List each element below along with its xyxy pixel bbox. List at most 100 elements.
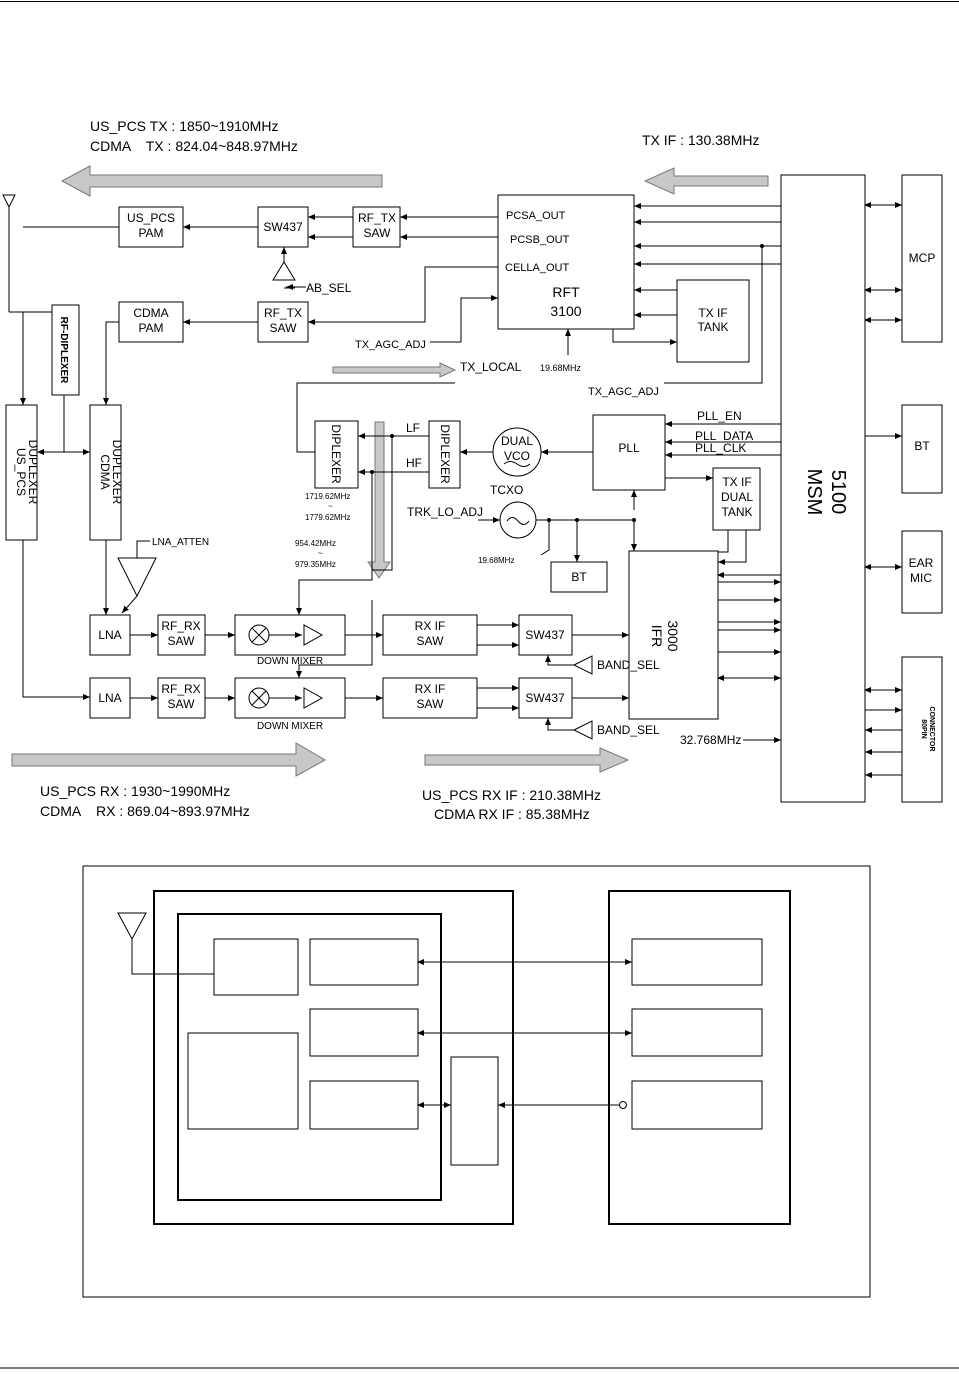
lower-block-narrow <box>450 1056 499 1166</box>
rft-label-2: 3100 <box>550 303 581 319</box>
band-sel-1-buffer-icon <box>572 655 593 675</box>
rf-rx-saw-1-label-1: RF_RX <box>161 619 200 633</box>
rx-if-freq-pcs: US_PCS RX IF : 210.38MHz <box>422 787 601 803</box>
rx-direction-arrow <box>11 742 327 777</box>
lo-freq-2: 979.35MHz <box>295 560 336 569</box>
lower-right-block-c <box>631 1080 763 1130</box>
us-pcs-duplexer-block <box>5 404 38 541</box>
diplexer-right-label: DIPLEXER <box>438 424 452 484</box>
lna-2-block <box>89 677 131 719</box>
tx-if-direction-arrow <box>643 167 769 195</box>
us-pcs-pam-label-1: US_PCS <box>127 211 175 225</box>
lower-block-antenna-front <box>213 938 299 996</box>
amp-1-icon <box>303 624 324 646</box>
diplexer-left-label: DIPLEXER <box>329 424 343 484</box>
sw437-rx-1-label: SW437 <box>525 628 565 642</box>
amp-2-icon <box>303 687 324 709</box>
diplexer-freq-1: 1719.62MHz <box>305 492 350 501</box>
mcp-block <box>901 174 943 343</box>
cdma-duplexer-block <box>89 404 122 541</box>
tx-if-dual-tank-label-2: DUAL <box>721 490 753 504</box>
rf-tx-saw-top-label-1: RF_TX <box>358 211 396 225</box>
rft-pin-pcsa: PCSA_OUT <box>506 210 566 222</box>
band-sel-2-label: BAND_SEL <box>597 723 660 737</box>
ear-mic-label-1: EAR <box>909 556 934 570</box>
msm-label-1: MSM <box>803 469 825 516</box>
rf-rx-saw-1-block <box>157 614 206 656</box>
lna-atten-label: LNA_ATTEN <box>152 537 209 548</box>
tx-freq-cdma: CDMA TX : 824.04~848.97MHz <box>90 138 298 154</box>
diplexer-freq-2: 1779.62MHz <box>305 513 350 522</box>
bt-peripheral-block <box>901 404 943 494</box>
tx-if-dual-tank-label-3: TANK <box>721 505 752 519</box>
cdma-pam-block <box>118 301 184 343</box>
rft-3100-block <box>497 194 635 330</box>
trk-lo-adj-label: TRK_LO_ADJ <box>407 505 483 519</box>
msm-label-2: 5100 <box>827 470 849 515</box>
ifr-label-1: IFR <box>649 625 665 648</box>
bt-tcxo-block <box>550 561 608 593</box>
lna-1-label: LNA <box>98 628 121 642</box>
rft-label-1: RFT <box>552 284 580 300</box>
dual-vco-label-1: DUAL <box>501 434 533 448</box>
us-pcs-duplexer-label-1: US_PCS <box>14 448 28 496</box>
tx-local-label: TX_LOCAL <box>460 360 522 374</box>
rx-if-saw-1-block <box>382 614 478 656</box>
cdma-duplexer-label-2: DUPLEXER <box>110 440 124 505</box>
tx-freq-pcs: US_PCS TX : 1850~1910MHz <box>90 118 278 134</box>
rf-tx-saw-bottom-label-2: SAW <box>270 321 298 335</box>
mcp-label: MCP <box>909 251 936 265</box>
tx-if-tank-block <box>676 279 750 363</box>
rf-diplexer-label: RF-DIPLEXER <box>58 317 69 384</box>
tx-if-tank-label-2: TANK <box>697 320 728 334</box>
ifr-3000-block <box>628 550 719 720</box>
us-pcs-duplexer-label-2: DUPLEXER <box>26 440 40 505</box>
rf-rx-saw-2-label-1: RF_RX <box>161 682 200 696</box>
tcxo-label: TCXO <box>490 483 523 497</box>
rf-diplexer-block <box>51 304 80 396</box>
lower-right-module-box <box>608 890 791 1225</box>
tcxo-icon <box>499 501 537 539</box>
rx-if-saw-1-label-2: SAW <box>417 634 445 648</box>
rx-if-saw-1-label-1: RX IF <box>415 619 446 633</box>
lower-right-block-a <box>631 938 763 986</box>
msm-5100-block <box>780 174 866 803</box>
lower-inner-module-box <box>177 913 442 1201</box>
us-pcs-pam-label-2: PAM <box>138 226 163 240</box>
antenna-icon <box>2 194 16 312</box>
rft-pin-cella: CELLA_OUT <box>505 262 569 274</box>
rx-if-saw-2-label-1: RX IF <box>415 682 446 696</box>
lower-right-block-b <box>631 1008 763 1057</box>
ab-sel-label: AB_SEL <box>306 281 352 295</box>
cdma-duplexer-label-1: CDMA <box>98 454 112 489</box>
cdma-pam-label-2: PAM <box>138 321 163 335</box>
rx-if-saw-2-block <box>382 677 478 719</box>
tx-direction-arrow <box>60 165 383 197</box>
connector-label-1: 80PIN <box>920 719 927 738</box>
tx-agc-adj-label-right: TX_AGC_ADJ <box>588 386 659 398</box>
down-mixer-1-block <box>234 614 346 656</box>
rx-freq-cdma: CDMA RX : 869.04~893.97MHz <box>40 803 250 819</box>
tx-if-freq: TX IF : 130.38MHz <box>642 132 759 148</box>
pll-label: PLL <box>618 441 640 455</box>
hf-label: HF <box>406 456 422 470</box>
lo-freq-sep: ~ <box>318 549 323 558</box>
lower-connector-dot-icon <box>619 1101 627 1109</box>
lower-block-c <box>309 1080 419 1130</box>
us-pcs-pam-block <box>118 206 184 248</box>
tx-agc-adj-label-left: TX_AGC_ADJ <box>355 339 426 351</box>
down-mixer-2-label: DOWN MIXER <box>257 721 323 732</box>
lf-label: LF <box>406 421 420 435</box>
lower-block-a <box>309 938 419 986</box>
rx-if-freq-cdma: CDMA RX IF : 85.38MHz <box>434 806 590 822</box>
connector-label-2: CONNECTOR <box>928 707 935 752</box>
pll-en-label: PLL_EN <box>697 409 742 423</box>
diplexer-left-block <box>314 420 359 489</box>
ear-mic-label-2: MIC <box>910 571 932 585</box>
tx-if-dual-tank-label-1: TX IF <box>722 475 751 489</box>
sw437-tx-block <box>257 206 309 248</box>
lower-diagram-frame <box>82 865 871 1298</box>
cdma-pam-label-1: CDMA <box>133 306 168 320</box>
down-mixer-1-label: DOWN MIXER <box>257 656 323 667</box>
